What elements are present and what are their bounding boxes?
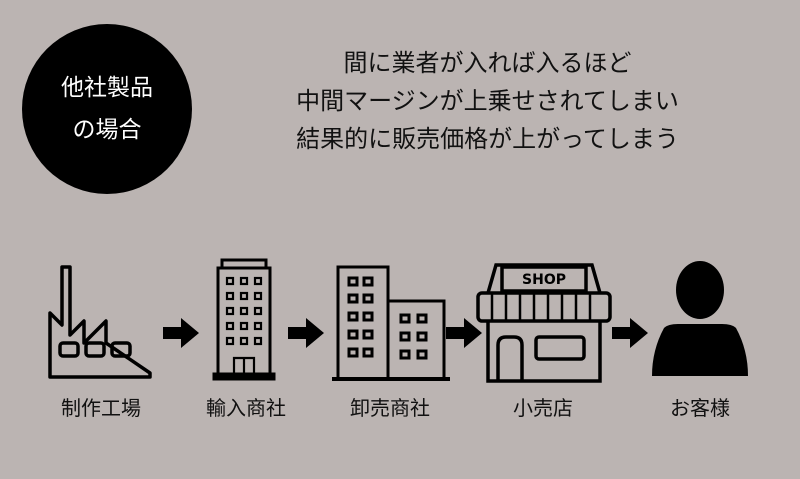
- flow-label-importer: 輸入商社: [206, 396, 286, 420]
- case-badge: 他社製品 の場合: [22, 24, 192, 194]
- badge-line-2: の場合: [72, 117, 142, 143]
- arrow-right-icon: [612, 318, 648, 348]
- flow-label-customer: お客様: [670, 396, 730, 420]
- badge-line-1: 他社製品: [61, 75, 153, 101]
- buildings-icon: [332, 265, 450, 381]
- flow-label-retailer: 小売店: [513, 396, 573, 420]
- factory-icon: [48, 265, 152, 379]
- person-icon: [652, 261, 748, 376]
- arrow-right-icon: [446, 318, 482, 348]
- description: 間に業者が入れば入るほど 中間マージンが上乗せされてしまい 結果的に販売価格が上…: [230, 44, 745, 158]
- arrow-right-icon: [163, 318, 199, 348]
- arrow-right-icon: [288, 318, 324, 348]
- office-building-icon: [212, 258, 276, 381]
- flow-label-wholesaler: 卸売商社: [350, 396, 430, 420]
- flow-label-factory: 制作工場: [61, 396, 141, 420]
- description-line-3: 結果的に販売価格が上がってしまう: [296, 125, 679, 153]
- shop-icon: SHOP: [476, 263, 612, 383]
- description-line-2: 中間マージンが上乗せされてしまい: [296, 87, 679, 115]
- description-line-1: 間に業者が入れば入るほど: [343, 49, 632, 77]
- shop-sign-text: SHOP: [522, 272, 566, 288]
